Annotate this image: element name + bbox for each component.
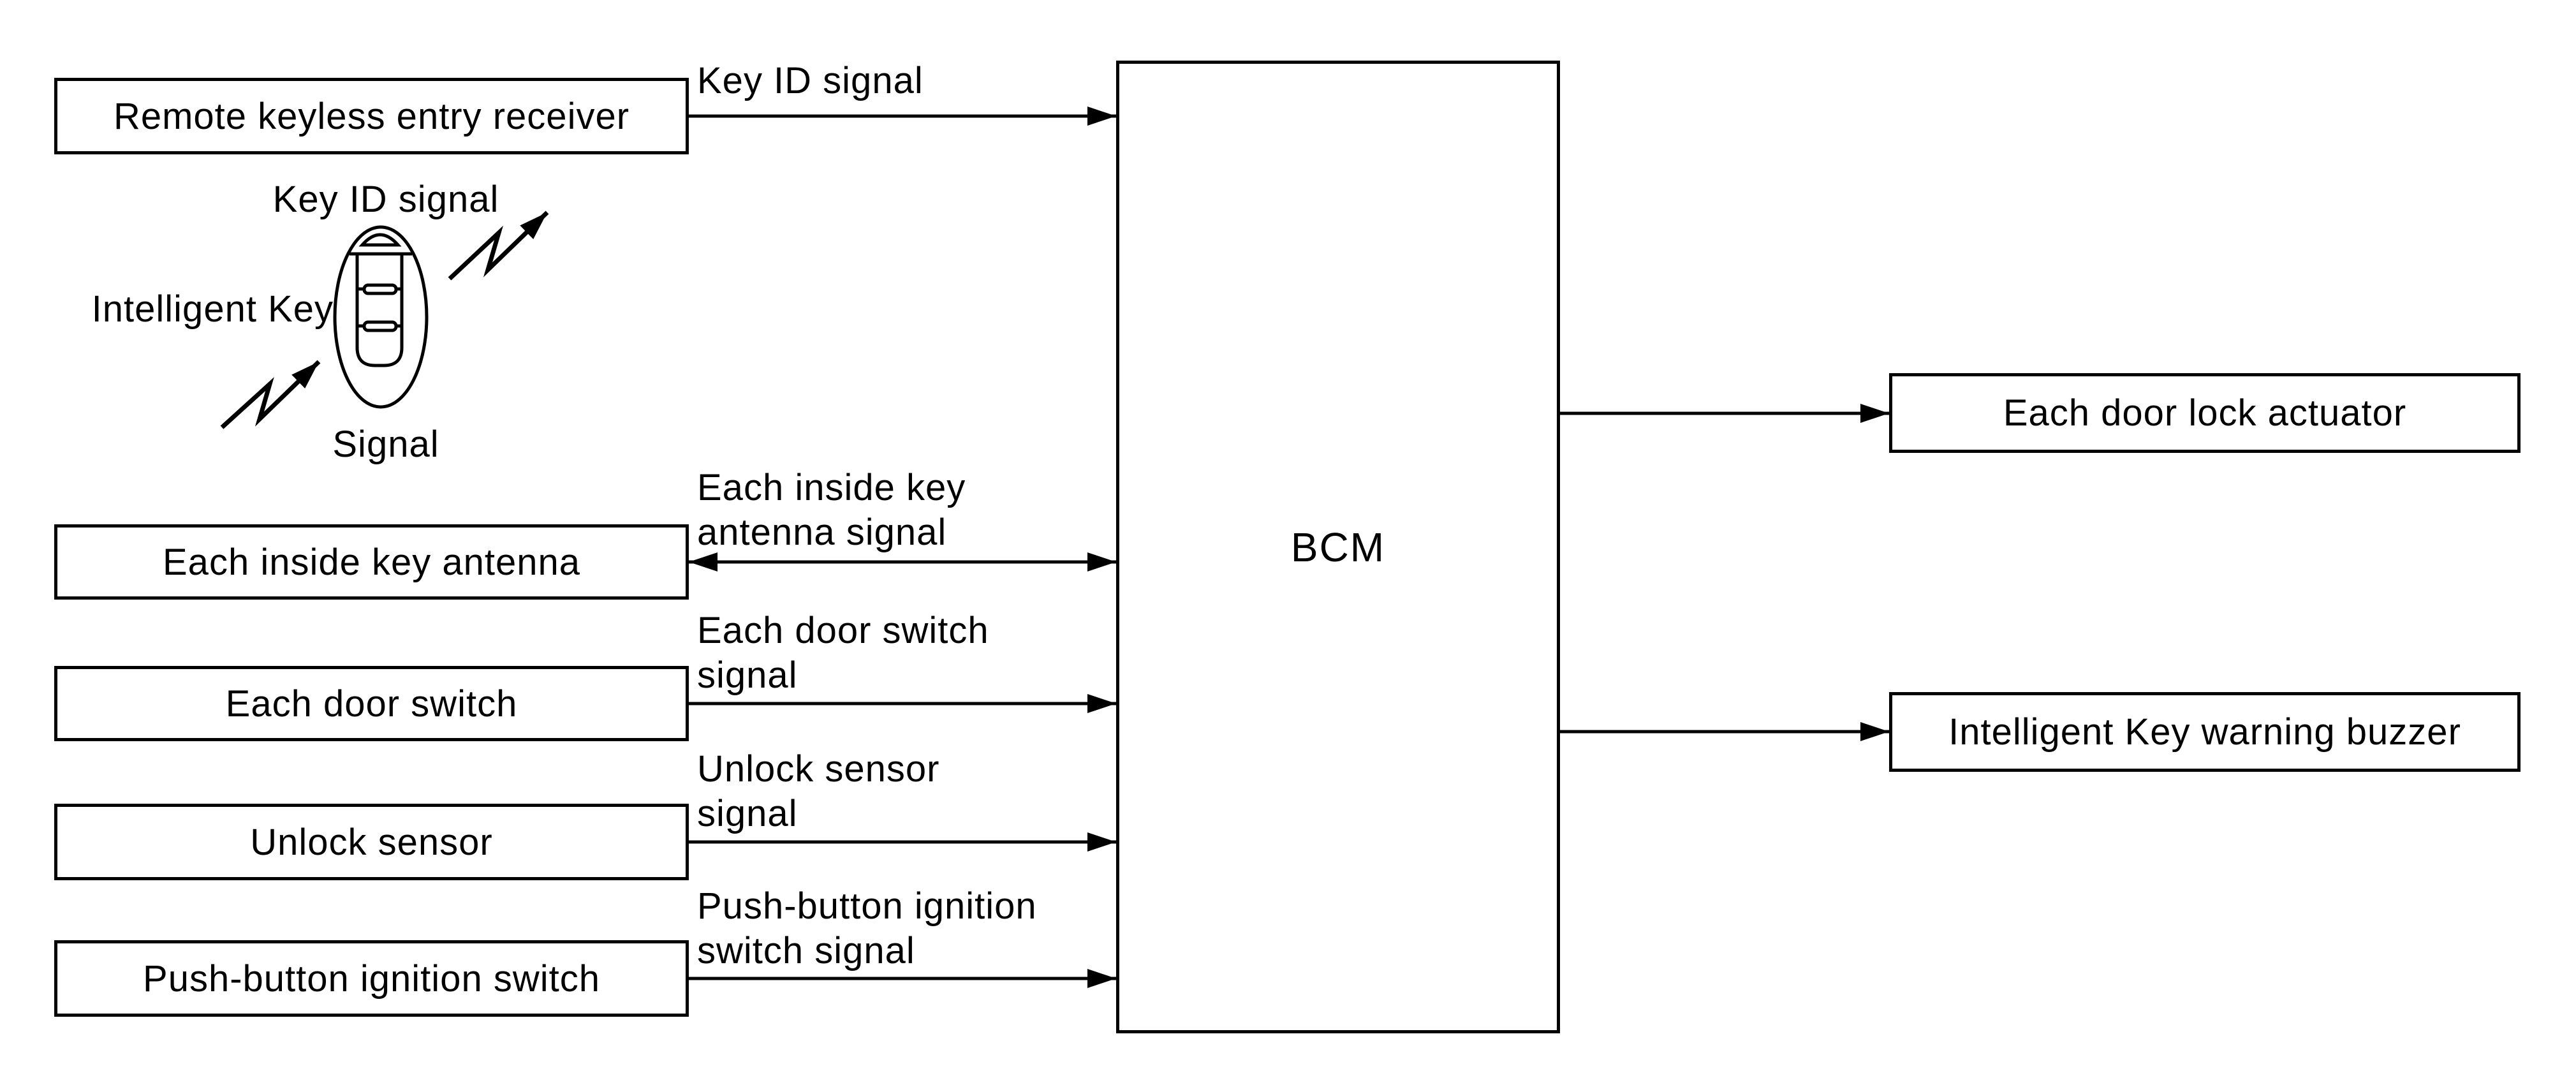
label-fob-key-id-signal: Key ID signal xyxy=(272,179,499,220)
label-key-id-signal: Key ID signal xyxy=(697,59,924,103)
label-door-switch-signal: Each door switch signal xyxy=(697,609,989,698)
radio-wave-arrow-lower xyxy=(220,360,321,429)
label-line: Each inside key xyxy=(697,467,966,508)
label-line: antenna signal xyxy=(697,512,947,553)
box-bcm: BCM xyxy=(1116,61,1560,1033)
key-fob-button-panel xyxy=(355,254,404,367)
label-line: switch signal xyxy=(697,930,915,971)
key-fob-button-2 xyxy=(362,320,398,332)
label-fob-signal: Signal xyxy=(332,424,439,465)
label-line: Each door switch xyxy=(697,610,989,651)
label-unlock-sensor-signal: Unlock sensor signal xyxy=(697,747,939,836)
label-inside-key-antenna-signal: Each inside key antenna signal xyxy=(697,466,966,555)
intelligent-key-illustration xyxy=(220,210,549,429)
box-push-button-ignition-switch: Push-button ignition switch xyxy=(54,940,689,1017)
box-remote-keyless-entry-receiver: Remote keyless entry receiver xyxy=(54,78,689,154)
key-fob-body xyxy=(333,225,429,409)
label-intelligent-key: Intelligent Key xyxy=(91,288,334,330)
key-fob-button-1 xyxy=(362,283,398,295)
connector-lines xyxy=(689,107,1889,988)
label-push-button-ignition-signal: Push-button ignition switch signal xyxy=(697,884,1037,973)
label-line: Push-button ignition xyxy=(697,885,1037,927)
box-intelligent-key-warning-buzzer: Intelligent Key warning buzzer xyxy=(1889,692,2521,772)
box-each-door-lock-actuator: Each door lock actuator xyxy=(1889,373,2521,453)
box-each-inside-key-antenna: Each inside key antenna xyxy=(54,524,689,600)
label-line: Unlock sensor xyxy=(697,748,940,790)
box-unlock-sensor: Unlock sensor xyxy=(54,804,689,880)
key-fob-ring-arc xyxy=(358,233,402,247)
label-line: signal xyxy=(697,793,798,834)
label-line: signal xyxy=(697,654,798,696)
label-line: Key ID signal xyxy=(697,60,924,101)
box-each-door-switch: Each door switch xyxy=(54,666,689,741)
radio-wave-arrow-upper xyxy=(448,210,549,281)
